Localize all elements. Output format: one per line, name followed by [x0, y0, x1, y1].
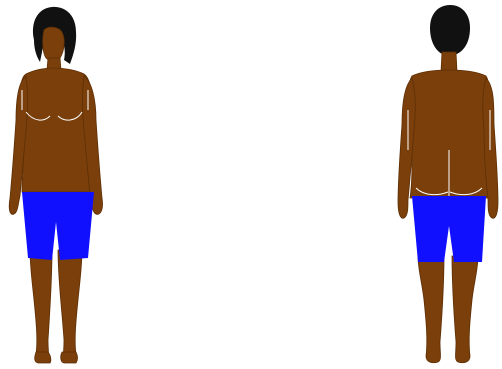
front-right-foot [61, 352, 78, 363]
front-head [43, 27, 64, 61]
back-view-figure [394, 0, 502, 369]
front-left-foot [35, 352, 51, 363]
front-right-leg [58, 250, 82, 361]
front-left-leg [30, 250, 52, 361]
back-hair [430, 5, 470, 56]
back-figure-drawing [394, 0, 502, 369]
front-figure-drawing [0, 0, 110, 369]
back-torso [409, 70, 492, 198]
front-view-figure [0, 0, 110, 369]
back-neck [441, 52, 457, 72]
back-left-leg [418, 256, 444, 363]
back-shorts [412, 196, 486, 262]
back-right-leg [452, 256, 478, 363]
